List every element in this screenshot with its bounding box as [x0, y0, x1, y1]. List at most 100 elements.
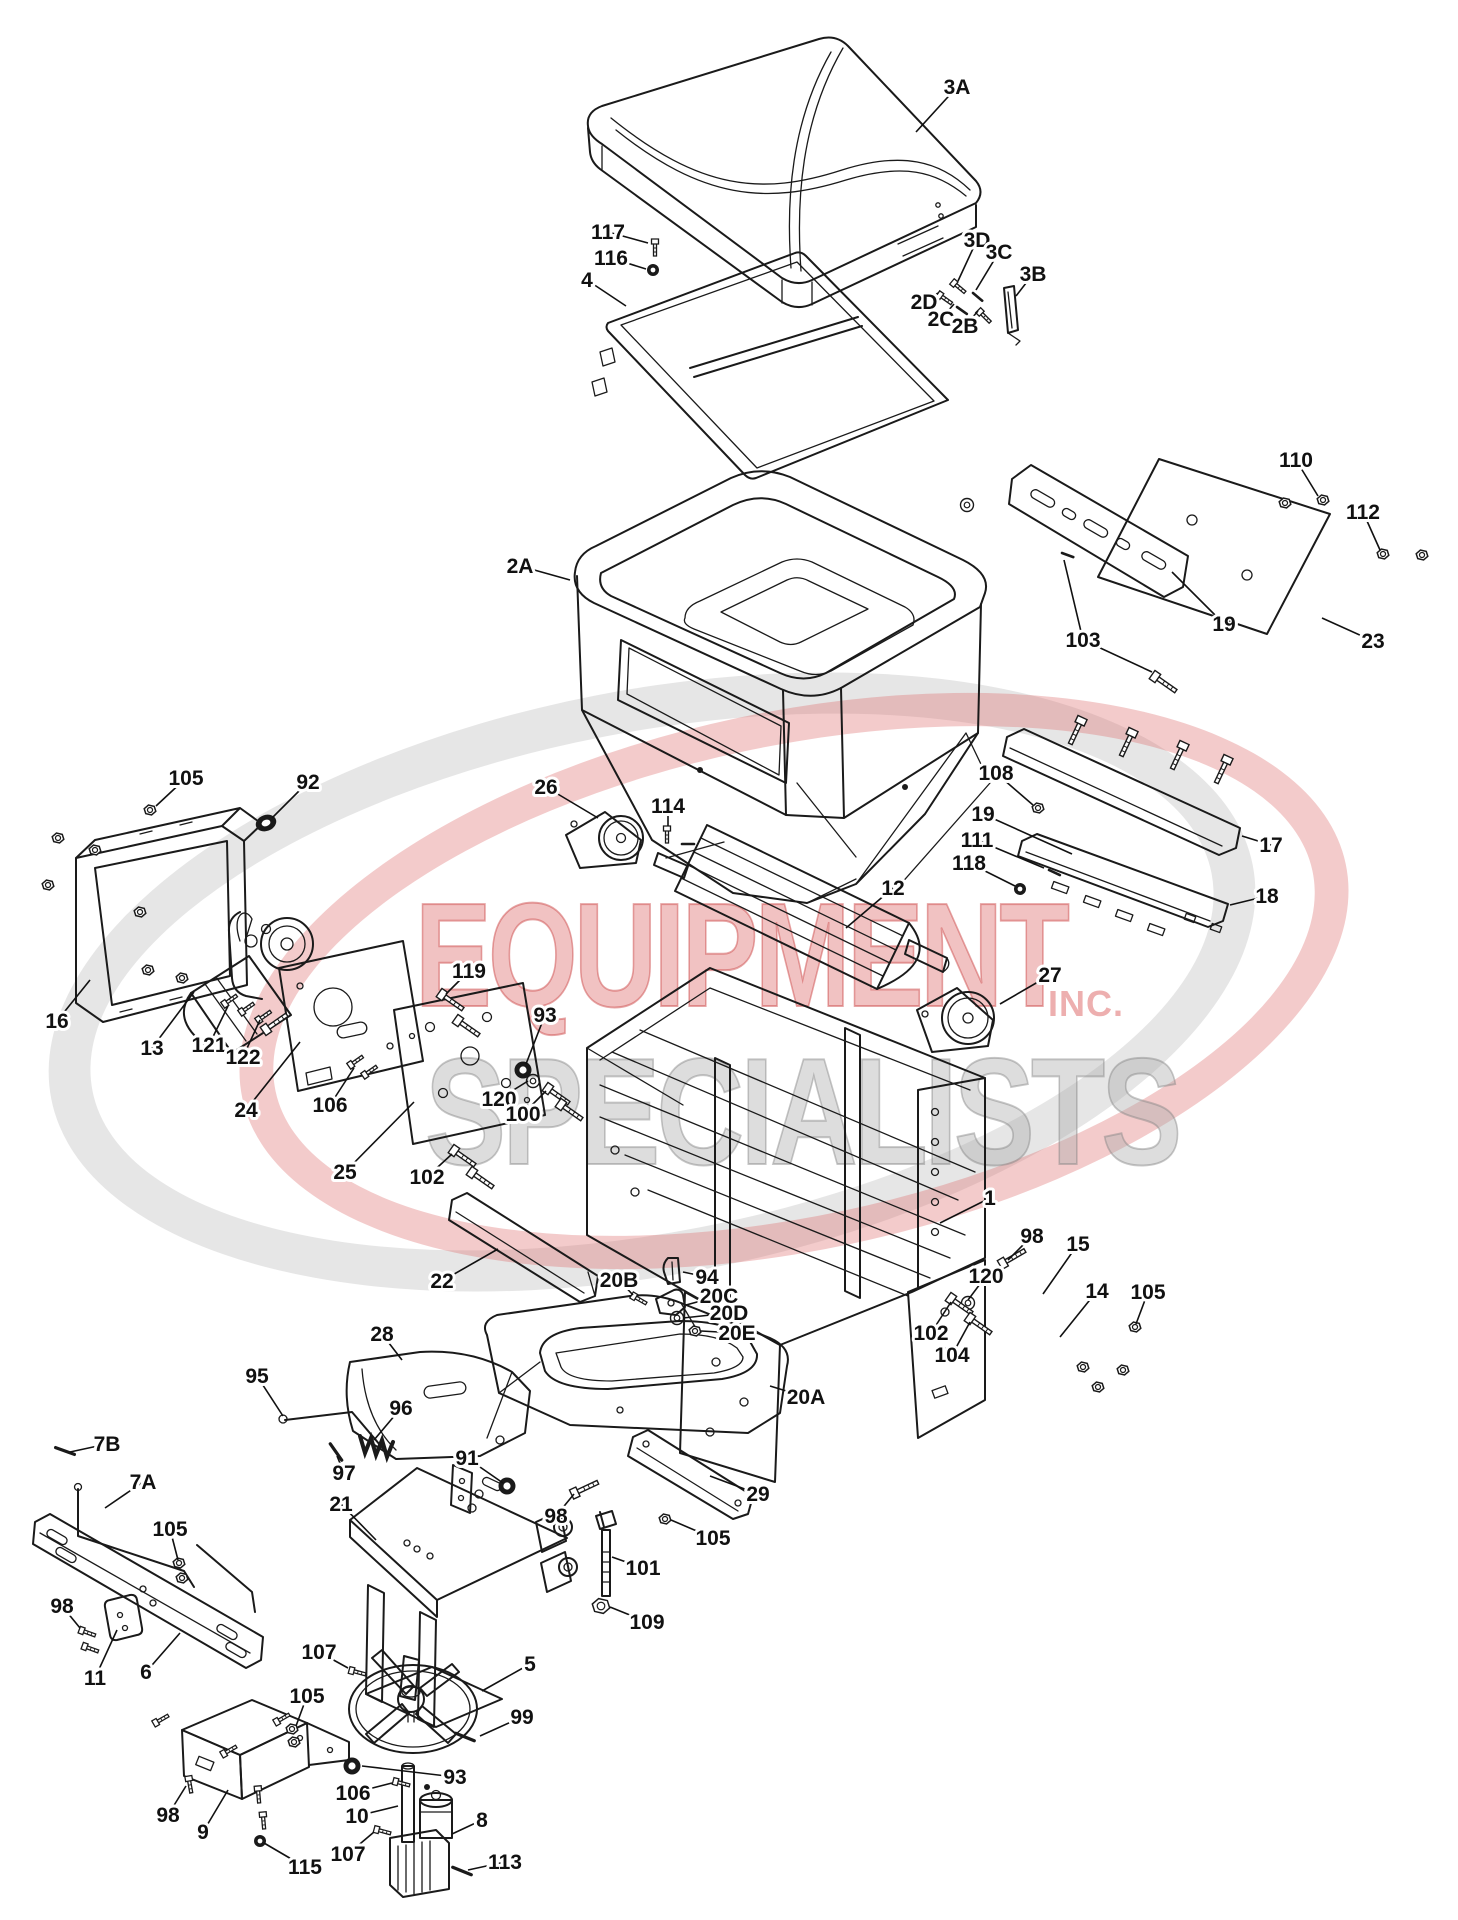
callout-20A: 20A	[787, 1386, 826, 1409]
part-spinner-5	[348, 1649, 478, 1754]
part-plate-23	[1097, 458, 1331, 635]
hw-bolt-small	[628, 1291, 648, 1306]
hw-pin-long	[328, 1442, 344, 1462]
hw-nut	[141, 964, 155, 976]
hw-bolt-small	[934, 289, 954, 306]
callout-27: 27	[1038, 964, 1061, 987]
hw-grommet	[343, 1757, 361, 1775]
hw-dot	[697, 767, 703, 773]
hw-nut	[1278, 497, 1292, 509]
hw-pin	[971, 291, 984, 303]
callout-14: 14	[1085, 1280, 1109, 1303]
hw-nut	[133, 906, 147, 918]
callout-116: 116	[594, 247, 628, 270]
callout-7A: 7A	[130, 1471, 157, 1494]
hw-nut	[175, 972, 189, 984]
callout-10: 10	[345, 1805, 368, 1828]
callout-111: 111	[961, 829, 994, 852]
hw-bolt-small	[236, 1001, 256, 1018]
part-bar-22	[448, 1192, 599, 1303]
hw-nut	[1376, 548, 1390, 560]
hw-nut-big	[591, 1597, 611, 1615]
callout-24: 24	[234, 1099, 258, 1122]
hw-bolt-small	[150, 1713, 170, 1728]
callout-98: 98	[1020, 1225, 1044, 1248]
callout-98: 98	[544, 1505, 568, 1528]
callout-20C: 20C	[700, 1285, 739, 1308]
hw-nut	[88, 844, 102, 856]
hw-nut	[41, 879, 55, 891]
callout-3B: 3B	[1020, 263, 1047, 286]
callout-12: 12	[881, 877, 904, 900]
callout-9: 9	[197, 1821, 209, 1844]
callout-93: 93	[533, 1004, 556, 1027]
hw-nut	[1128, 1321, 1142, 1333]
hw-bolt-small	[271, 1712, 291, 1727]
callout-103: 103	[1065, 629, 1100, 652]
callout-97: 97	[332, 1462, 355, 1485]
callout-17: 17	[1259, 834, 1282, 857]
part-bar-29	[627, 1429, 754, 1520]
hw-bolt-small	[253, 1009, 273, 1026]
hw-bolt	[435, 987, 465, 1012]
callout-92: 92	[296, 771, 319, 794]
callout-121: 121	[191, 1034, 226, 1057]
callout-107: 107	[330, 1843, 365, 1866]
hw-pin-long	[451, 1865, 473, 1877]
part-plate-11	[103, 1593, 144, 1642]
callout-20D: 20D	[710, 1302, 749, 1325]
callout-102: 102	[409, 1166, 444, 1189]
part-rod-7A	[73, 1482, 256, 1613]
callout-16: 16	[45, 1010, 68, 1033]
callout-105: 105	[695, 1527, 730, 1550]
hw-nut	[172, 1557, 186, 1569]
hw-dot	[902, 784, 908, 790]
callout-106: 106	[312, 1094, 347, 1117]
hw-bolt-small	[77, 1625, 97, 1638]
callout-105: 105	[168, 767, 203, 790]
part-lid-3A	[586, 36, 982, 308]
part-shaft-10	[401, 1762, 415, 1843]
hw-nut	[1316, 494, 1330, 506]
hw-bolt	[1169, 739, 1190, 771]
watermark-inc: INC.	[1048, 983, 1124, 1024]
callout-98: 98	[156, 1804, 180, 1827]
callout-2C: 2C	[928, 308, 955, 331]
part-spinner-motor-8	[389, 1789, 453, 1898]
callout-115: 115	[288, 1856, 322, 1879]
callout-19: 19	[971, 803, 994, 826]
part-bearing-plate-26	[565, 811, 644, 869]
hw-grommet	[498, 1477, 516, 1495]
hw-nut	[1116, 1364, 1130, 1376]
hw-bolt	[259, 1012, 289, 1037]
callout-2B: 2B	[952, 315, 979, 338]
callout-120: 120	[968, 1265, 1003, 1288]
callout-110: 110	[1279, 449, 1313, 472]
hw-bolt	[554, 1097, 584, 1122]
callout-2D: 2D	[911, 291, 938, 314]
hw-bolt-small	[391, 1776, 411, 1788]
callout-19: 19	[1212, 613, 1235, 636]
part-bar-17	[1002, 728, 1241, 856]
part-gearmotor-13	[182, 911, 314, 1054]
hw-nut	[1031, 802, 1045, 814]
hw-bolt-small	[184, 1774, 194, 1794]
hw-bolt	[451, 1013, 481, 1038]
hw-nut	[51, 832, 65, 844]
hw-bolt-small	[650, 238, 660, 257]
part-platform-21	[349, 1464, 578, 1728]
callout-119: 119	[452, 960, 486, 983]
hw-dot	[424, 1784, 430, 1790]
hw-bolt-small	[662, 825, 672, 844]
hw-bolt-small	[218, 1744, 238, 1759]
part-screen-4	[591, 251, 949, 480]
callout-20B: 20B	[600, 1269, 639, 1292]
callout-100: 100	[505, 1103, 540, 1126]
callout-107: 107	[301, 1641, 336, 1664]
callout-98: 98	[50, 1595, 74, 1618]
part-bracket-3B	[1003, 285, 1021, 346]
part-hopper-2A	[573, 470, 991, 904]
hw-bolt-small	[948, 277, 967, 295]
part-bar-6	[32, 1513, 264, 1669]
